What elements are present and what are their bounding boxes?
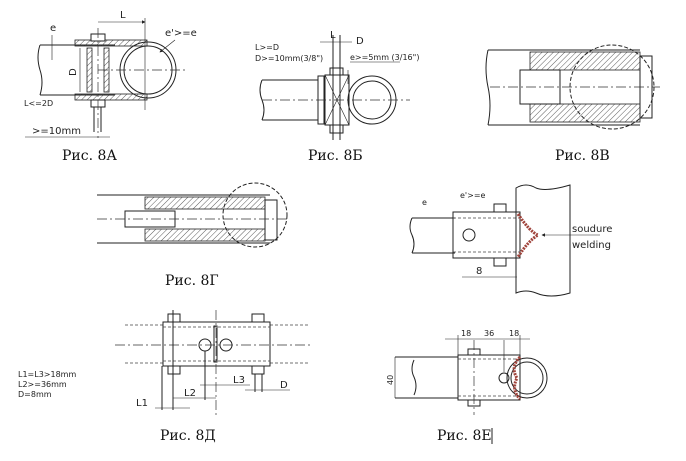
- label-dim-18-right: 18: [509, 329, 519, 338]
- caption-8v: Рис. 8В: [555, 148, 610, 164]
- caption-8b: Рис. 8Б: [308, 148, 363, 164]
- label-D: D: [280, 380, 288, 391]
- caption-8a: Рис. 8А: [62, 148, 117, 164]
- label-e-prime: e'>=e: [165, 28, 197, 39]
- figure-8e-bottom: 18 36 18 40 Рис. 8Е: [386, 329, 548, 444]
- label-rule3: D=8mm: [18, 390, 52, 399]
- label-rule2: L2>=36mm: [18, 380, 67, 389]
- figure-8g: Рис. 8Г: [97, 182, 290, 289]
- label-dim-40: 40: [386, 375, 395, 385]
- label-e: e: [422, 198, 427, 207]
- label-L: L: [330, 30, 336, 41]
- label-L: L: [120, 10, 126, 21]
- label-welding: welding: [572, 240, 611, 251]
- figure-8d: L1=L3>18mm L2>=36mm D=8mm L1 L2 L3 D Рис…: [18, 310, 310, 444]
- label-L2: L2: [184, 388, 196, 399]
- label-e-prime: e'>=e: [460, 191, 486, 200]
- label-e: e: [50, 23, 56, 34]
- caption-8d: Рис. 8Д: [160, 428, 216, 444]
- label-D: D: [68, 68, 79, 76]
- label-D: D: [356, 36, 364, 47]
- label-L-rule: L<=2D: [24, 99, 53, 108]
- label-L3: L3: [233, 375, 245, 386]
- label-L-rule: L>=D: [255, 43, 279, 52]
- label-L1: L1: [136, 398, 148, 409]
- label-rule1: L1=L3>18mm: [18, 370, 76, 379]
- figure-8a: L e e'>=e D L<=2D >=10mm Рис. 8А: [24, 10, 197, 164]
- label-dim-36: 36: [484, 329, 494, 338]
- label-e-rule: e>=5mm (3/16"): [350, 53, 419, 62]
- figure-8e-top: e e'>=e soudure welding 8: [409, 184, 612, 297]
- figure-8b: L>=D D>=10mm(3/8") L D e>=5mm (3/16") Ри…: [255, 30, 419, 164]
- caption-8g: Рис. 8Г: [165, 273, 219, 289]
- label-soudure: soudure: [572, 224, 612, 235]
- label-dim-8: 8: [476, 266, 482, 277]
- figure-8v: Рис. 8В: [485, 44, 660, 164]
- label-dim-18-left: 18: [461, 329, 471, 338]
- caption-8e: Рис. 8Е: [437, 428, 492, 444]
- label-D-rule: D>=10mm(3/8"): [255, 54, 323, 63]
- label-min: >=10mm: [32, 126, 81, 137]
